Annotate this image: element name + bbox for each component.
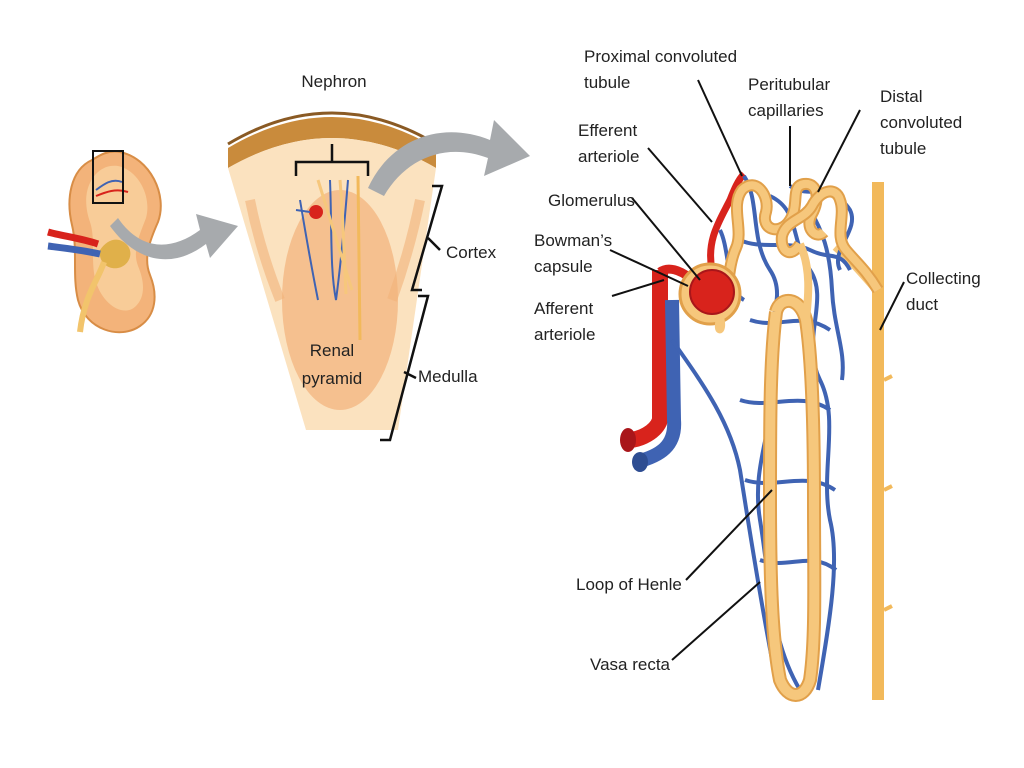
- label-distal-line2: convoluted: [880, 113, 962, 132]
- medulla-bracket: [380, 294, 430, 442]
- label-vasa-recta: Vasa recta: [590, 655, 671, 674]
- label-collecting-line2: duct: [906, 295, 938, 314]
- label-distal-line1: Distal: [880, 87, 923, 106]
- renal-pyramid-wedge: [227, 111, 444, 442]
- label-distal-line3: tubule: [880, 139, 926, 158]
- label-proximal-line2: tubule: [584, 73, 630, 92]
- zoom-arrow-1: [110, 214, 238, 260]
- nephron-bracket: [294, 144, 370, 176]
- kidney-illustration: [47, 150, 162, 334]
- label-medulla: Medulla: [418, 367, 478, 386]
- label-loop-of-henle: Loop of Henle: [576, 575, 682, 594]
- label-peritubular-line1: Peritubular: [748, 75, 831, 94]
- label-glomerulus: Glomerulus: [548, 191, 635, 210]
- label-nephron: Nephron: [301, 72, 366, 91]
- label-proximal-line1: Proximal convoluted: [584, 47, 737, 66]
- label-cortex: Cortex: [446, 243, 497, 262]
- label-bowmans-line1: Bowman’s: [534, 231, 612, 250]
- label-collecting-line1: Collecting: [906, 269, 981, 288]
- label-renal-pyramid-line1: Renal: [310, 341, 354, 360]
- label-renal-pyramid-line2: pyramid: [302, 369, 362, 388]
- label-efferent-line1: Efferent: [578, 121, 638, 140]
- label-peritubular-line2: capillaries: [748, 101, 824, 120]
- leader-lines: [609, 79, 905, 661]
- label-bowmans-line2: capsule: [534, 257, 593, 276]
- kidney-zoom-box: [92, 150, 124, 204]
- label-afferent-line2: arteriole: [534, 325, 595, 344]
- glomerulus-shape: [689, 269, 735, 315]
- label-efferent-line2: arteriole: [578, 147, 639, 166]
- detailed-nephron: [620, 171, 893, 702]
- cortex-bracket: [410, 184, 444, 292]
- zoom-arrow-2: [368, 120, 530, 196]
- label-afferent-line1: Afferent: [534, 299, 594, 318]
